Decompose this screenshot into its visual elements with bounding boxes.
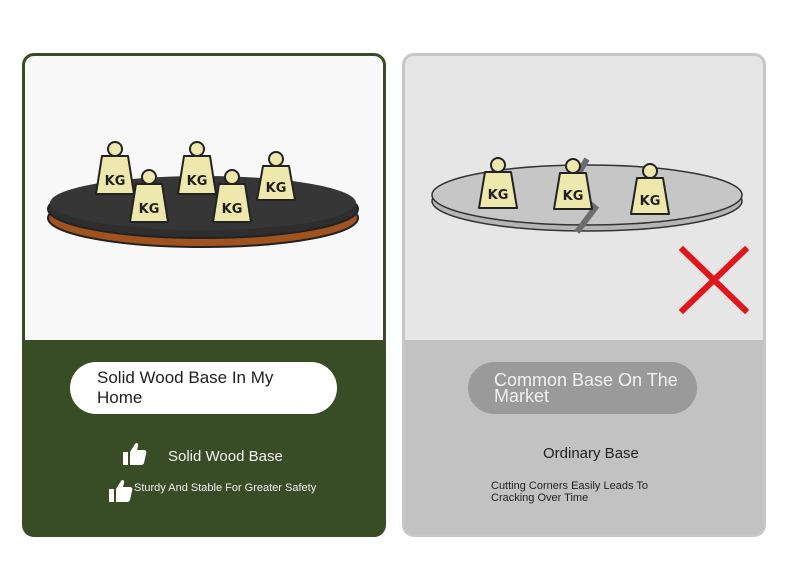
kg-weight-icon: KG — [212, 169, 252, 223]
kg-weight-icon: KG — [129, 169, 169, 223]
solid-wood-headline-pill: Solid Wood Base In My Home — [70, 362, 337, 414]
svg-text:KG: KG — [563, 189, 584, 204]
svg-text:KG: KG — [640, 194, 661, 209]
svg-text:KG: KG — [105, 174, 126, 189]
kg-weight-icon: KG — [630, 163, 670, 215]
svg-text:KG: KG — [222, 202, 243, 217]
ordinary-base-headline: Common Base On The Market — [494, 370, 678, 406]
ordinary-base-illustration: KG KG KG — [405, 56, 763, 340]
red-cross-icon — [678, 245, 750, 315]
ordinary-base-feature-title: Ordinary Base — [543, 445, 639, 462]
solid-wood-illustration: KG KG KG KG KG — [25, 56, 383, 340]
kg-weight-icon: KG — [256, 151, 296, 201]
cracked-base-graphic: KG KG KG — [431, 157, 750, 315]
solid-wood-card: KG KG KG KG KG So — [22, 53, 386, 537]
ordinary-base-feature-desc: Cutting Corners Easily Leads To Cracking… — [491, 480, 648, 504]
svg-text:KG: KG — [187, 174, 208, 189]
solid-wood-feature-title: Solid Wood Base — [168, 448, 283, 465]
kg-weight-icon: KG — [553, 158, 593, 210]
ordinary-base-headline-pill: Common Base On The Market — [468, 362, 697, 414]
svg-text:KG: KG — [266, 181, 287, 196]
ordinary-base-card: KG KG KG Common Base On The Market Ordin… — [402, 53, 766, 537]
svg-text:KG: KG — [139, 202, 160, 217]
solid-base-graphic: KG KG KG KG KG — [47, 141, 359, 248]
solid-wood-headline: Solid Wood Base In My Home — [97, 368, 274, 407]
thumbs-up-icon — [109, 479, 133, 502]
svg-text:KG: KG — [488, 188, 509, 203]
kg-weight-icon: KG — [478, 157, 518, 209]
kg-weight-icon: KG — [177, 141, 217, 195]
solid-wood-feature-desc: Sturdy And Stable For Greater Safety — [134, 482, 317, 494]
thumbs-up-icon — [123, 442, 147, 465]
kg-weight-icon: KG — [95, 141, 135, 195]
